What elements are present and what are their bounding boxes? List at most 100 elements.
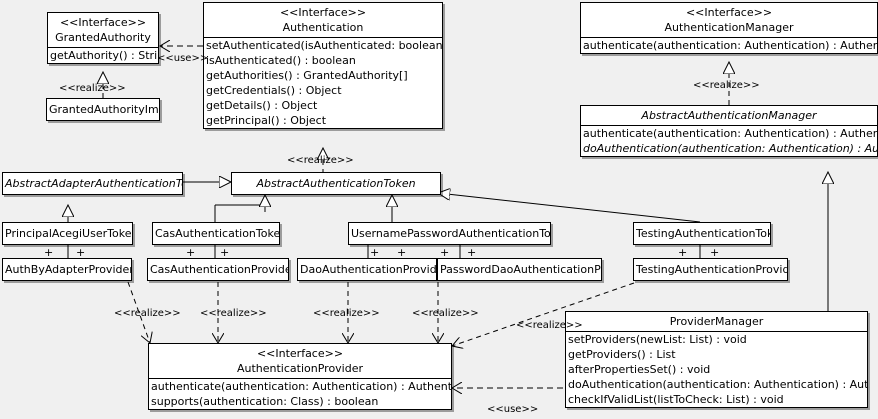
class-name: CasAuthenticationToken xyxy=(155,227,280,240)
label-realize-testingauthenticationprovider: <<realize>> xyxy=(516,320,583,331)
class-header: TestingAuthenticationToken xyxy=(634,223,770,244)
method-setauthenticated: setAuthenticated(isAuthenticated: boolea… xyxy=(206,39,443,52)
class-name: PrincipalAcegiUserToken xyxy=(5,227,133,240)
method-checkifvalidlist: checkIfValidList(listToCheck: List) : vo… xyxy=(568,393,784,406)
assoc-plus-marker: + xyxy=(44,246,54,259)
assoc-plus-marker: + xyxy=(467,246,477,259)
method-setproviders: setProviders(newList: List) : void xyxy=(568,333,747,346)
method-getprincipal: getPrincipal() : Object xyxy=(206,114,327,127)
class-name: UsernamePasswordAuthenticationToken xyxy=(351,227,551,240)
class-header: <<Interface>> GrantedAuthority xyxy=(48,13,158,47)
method-getcredentials: getCredentials() : Object xyxy=(206,84,342,97)
class-name: AuthenticationManager xyxy=(664,21,794,34)
class-header: AbstractAuthenticationToken xyxy=(232,173,440,194)
class-stereotype: <<Interface>> xyxy=(59,16,147,29)
label-realize-grantedauthorityimpl: <<realize>> xyxy=(59,83,126,94)
class-header: CasAuthenticationToken xyxy=(153,223,279,244)
class-name: TestingAuthenticationToken xyxy=(636,227,770,240)
class-header: <<Interface>> AuthenticationProvider xyxy=(149,344,451,378)
method-compartment: setProviders(newList: List) : void getPr… xyxy=(566,331,867,407)
class-name: AuthByAdapterProvider xyxy=(5,263,132,276)
class-name: GrantedAuthority xyxy=(55,31,151,44)
method-getdetails: getDetails() : Object xyxy=(206,99,318,112)
label-realize-daoauthenticationprovider: <<realize>> xyxy=(313,308,380,319)
class-name: Authentication xyxy=(282,21,364,34)
assoc-plus-marker: + xyxy=(370,246,380,259)
class-name: CasAuthenticationProvider xyxy=(150,263,289,276)
class-password-dao-authentication-provider[interactable]: PasswordDaoAuthenticationProvider xyxy=(437,258,602,281)
method-compartment: authenticate(authentication: Authenticat… xyxy=(149,378,451,409)
class-name: TestingAuthenticationProvider xyxy=(636,263,788,276)
class-header: AbstractAdapterAuthenticationToken xyxy=(3,173,182,194)
class-header: AuthByAdapterProvider xyxy=(3,259,131,280)
class-abstract-authentication-manager[interactable]: AbstractAuthenticationManager authentica… xyxy=(580,105,878,157)
method-compartment: authenticate(authentication: Authenticat… xyxy=(581,125,877,156)
class-authentication[interactable]: <<Interface>> Authentication setAuthenti… xyxy=(203,2,443,129)
class-authentication-provider[interactable]: <<Interface>> AuthenticationProvider aut… xyxy=(148,343,452,410)
assoc-plus-marker: + xyxy=(397,246,407,259)
class-header: PrincipalAcegiUserToken xyxy=(3,223,132,244)
class-header: GrantedAuthorityImpl xyxy=(47,99,159,120)
class-testing-authentication-token[interactable]: TestingAuthenticationToken xyxy=(633,222,771,245)
class-cas-authentication-provider[interactable]: CasAuthenticationProvider xyxy=(147,258,289,281)
class-username-password-authentication-token[interactable]: UsernamePasswordAuthenticationToken xyxy=(348,222,551,245)
method-doauthentication: doAuthentication(authentication: Authent… xyxy=(583,142,877,155)
class-header: <<Interface>> AuthenticationManager xyxy=(581,3,877,37)
label-realize-casauthenticationprovider: <<realize>> xyxy=(200,308,267,319)
method-getauthorities: getAuthorities() : GrantedAuthority[] xyxy=(206,69,408,82)
class-header: UsernamePasswordAuthenticationToken xyxy=(349,223,550,244)
method-getauthority: getAuthority() : String xyxy=(50,49,159,62)
class-name: AbstractAuthenticationManager xyxy=(641,109,817,122)
method-compartment: getAuthority() : String xyxy=(48,47,158,63)
class-name: PasswordDaoAuthenticationProvider xyxy=(440,263,601,276)
class-abstract-adapter-authentication-token[interactable]: AbstractAdapterAuthenticationToken xyxy=(2,172,183,195)
label-use-authentication-grantedauthority: <<use>> xyxy=(157,53,209,64)
class-stereotype: <<Interface>> xyxy=(685,6,773,19)
class-header: TestingAuthenticationProvider xyxy=(634,259,787,280)
assoc-plus-marker: + xyxy=(710,246,720,259)
class-testing-authentication-provider[interactable]: TestingAuthenticationProvider xyxy=(633,258,788,281)
class-granted-authority-impl[interactable]: GrantedAuthorityImpl xyxy=(46,98,160,121)
method-authenticate: authenticate(authentication: Authenticat… xyxy=(151,380,452,393)
method-compartment: authenticate(authentication: Authenticat… xyxy=(581,37,877,53)
label-use-providermanager-authenticationprovider: <<use>> xyxy=(487,404,539,415)
class-abstract-authentication-token[interactable]: AbstractAuthenticationToken xyxy=(231,172,441,195)
class-cas-authentication-token[interactable]: CasAuthenticationToken xyxy=(152,222,280,245)
method-isauthenticated: isAuthenticated() : boolean xyxy=(206,54,356,67)
class-header: ProviderManager xyxy=(566,312,867,331)
method-authenticate: authenticate(authentication: Authenticat… xyxy=(583,39,877,52)
label-realize-authbyadapterprovider: <<realize>> xyxy=(114,308,181,319)
assoc-plus-marker: + xyxy=(440,246,450,259)
assoc-plus-marker: + xyxy=(220,246,230,259)
class-name: AbstractAdapterAuthenticationToken xyxy=(5,177,182,190)
class-header: CasAuthenticationProvider xyxy=(148,259,288,280)
class-stereotype: <<Interface>> xyxy=(256,347,344,360)
class-granted-authority[interactable]: <<Interface>> GrantedAuthority getAuthor… xyxy=(47,12,159,64)
class-name: ProviderManager xyxy=(669,315,764,328)
method-doauthentication: doAuthentication(authentication: Authent… xyxy=(568,378,868,391)
label-realize-passworddaoauthenticationprovider: <<realize>> xyxy=(412,308,479,319)
method-afterpropertiesset: afterPropertiesSet() : void xyxy=(568,363,711,376)
method-authenticate: authenticate(authentication: Authenticat… xyxy=(583,127,877,140)
class-header: DaoAuthenticationProvider xyxy=(298,259,436,280)
class-header: PasswordDaoAuthenticationProvider xyxy=(438,259,601,280)
class-authentication-manager[interactable]: <<Interface>> AuthenticationManager auth… xyxy=(580,2,878,54)
class-auth-by-adapter-provider[interactable]: AuthByAdapterProvider xyxy=(2,258,132,281)
class-principal-acegi-user-token[interactable]: PrincipalAcegiUserToken xyxy=(2,222,133,245)
class-name: AuthenticationProvider xyxy=(236,362,364,375)
class-name: DaoAuthenticationProvider xyxy=(300,263,437,276)
class-stereotype: <<Interface>> xyxy=(279,6,367,19)
assoc-plus-marker: + xyxy=(678,246,688,259)
class-name: AbstractAuthenticationToken xyxy=(256,177,416,190)
method-supports: supports(authentication: Class) : boolea… xyxy=(151,395,379,408)
method-compartment: setAuthenticated(isAuthenticated: boolea… xyxy=(204,37,442,128)
class-dao-authentication-provider[interactable]: DaoAuthenticationProvider xyxy=(297,258,437,281)
label-realize-abstractauthenticationtoken: <<realize>> xyxy=(287,155,354,166)
assoc-plus-marker: + xyxy=(186,246,196,259)
class-header: AbstractAuthenticationManager xyxy=(581,106,877,125)
method-getproviders: getProviders() : List xyxy=(568,348,676,361)
assoc-plus-marker: + xyxy=(76,246,86,259)
class-header: <<Interface>> Authentication xyxy=(204,3,442,37)
class-provider-manager[interactable]: ProviderManager setProviders(newList: Li… xyxy=(565,311,868,408)
